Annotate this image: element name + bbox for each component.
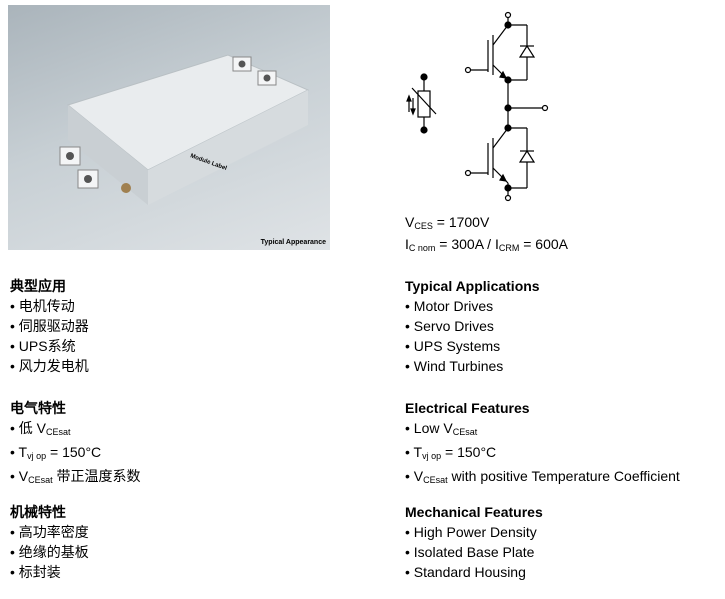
output-node [504, 80, 549, 128]
cn-electrical: 电气特性 低 VCEsat Tvj op = 150°C VCEsat 带正温度… [10, 398, 141, 490]
top-igbt-diode [464, 11, 536, 84]
en-applications: Typical Applications Motor DrivesServo D… [405, 276, 540, 376]
cn-mechanical: 机械特性 高功率密度绝缘的基板标封装 [10, 502, 89, 582]
module-illustration: Module Label [59, 54, 310, 205]
half-bridge-schematic [406, 11, 549, 202]
thermistor-symbol [406, 73, 437, 134]
vces-rating: VCES = 1700V [405, 214, 490, 231]
module-photo: Module Label Typical Appearance [8, 5, 330, 250]
bottom-igbt-diode [464, 124, 536, 202]
cn-applications: 典型应用 电机传动伺服驱动器UPS系统风力发电机 [10, 276, 89, 376]
current-rating: IC nom = 300A / ICRM = 600A [405, 236, 568, 253]
en-electrical: Electrical Features Low VCEsat Tvj op = … [405, 398, 680, 490]
photo-caption: Typical Appearance [260, 239, 326, 246]
en-mechanical: Mechanical Features High Power DensityIs… [405, 502, 543, 582]
